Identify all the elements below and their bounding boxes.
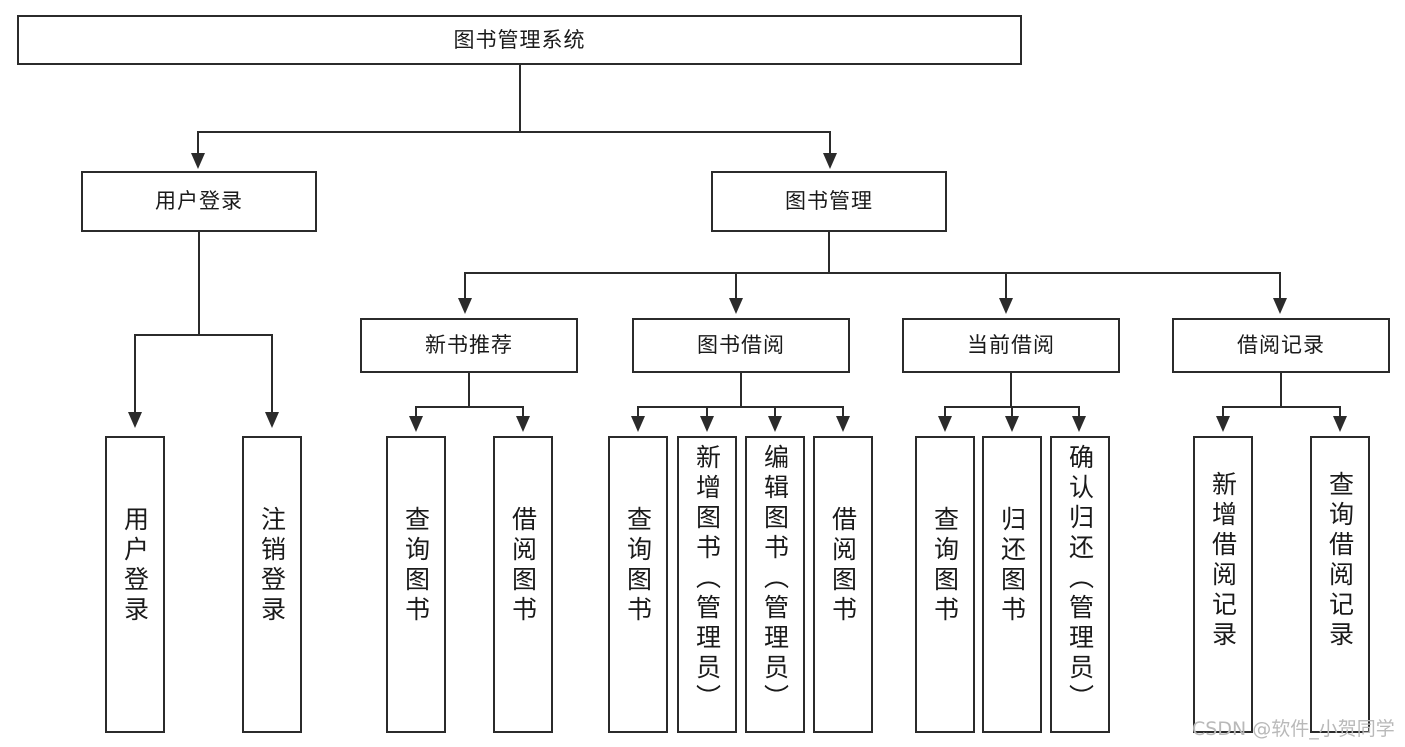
node-label: 图书管理 (785, 189, 873, 214)
connector-root-stem (519, 65, 521, 132)
connector-level3-drop-4 (1279, 272, 1281, 300)
node-label: 当前借阅 (967, 333, 1055, 358)
node-leaf-logout-login[interactable]: 注销登录 (242, 436, 302, 733)
arrowhead-leaf-query-record (1333, 416, 1347, 432)
connector-user-login-drop-1 (134, 334, 136, 414)
node-leaf-return-book[interactable]: 归还图书 (982, 436, 1042, 733)
node-user-login[interactable]: 用户登录 (81, 171, 317, 232)
connector-current-borrow-drop-2 (1011, 406, 1013, 418)
node-borrow-record[interactable]: 借阅记录 (1172, 318, 1390, 373)
arrowhead-leaf-user-login (128, 412, 142, 428)
connector-new-book-stem (468, 373, 470, 408)
node-label: 编辑图书（管理员） (760, 444, 790, 714)
connector-new-book-drop-2 (522, 406, 524, 418)
arrowhead-leaf-return-book (1005, 416, 1019, 432)
connector-user-login-drop-2 (271, 334, 273, 414)
node-label: 图书管理系统 (453, 27, 586, 52)
connector-level3-bus (464, 272, 1280, 274)
node-leaf-query-book-1[interactable]: 查询图书 (386, 436, 446, 733)
node-leaf-query-book-3[interactable]: 查询图书 (915, 436, 975, 733)
connector-level2-bus (197, 131, 831, 133)
connector-borrow-record-stem (1280, 373, 1282, 408)
node-label: 查询图书 (623, 506, 653, 626)
connector-new-book-drop-1 (415, 406, 417, 418)
node-label: 图书借阅 (697, 333, 785, 358)
connector-book-borrow-drop-3 (774, 406, 776, 418)
connector-level3-drop-3 (1005, 272, 1007, 300)
node-system-root[interactable]: 图书管理系统 (17, 15, 1022, 65)
connector-book-borrow-drop-1 (637, 406, 639, 418)
node-label: 新书推荐 (425, 333, 513, 358)
arrowhead-leaf-confirm-return (1072, 416, 1086, 432)
connector-book-management-stem (828, 232, 830, 274)
arrowhead-leaf-query-book-1 (409, 416, 423, 432)
node-label: 归还图书 (997, 506, 1027, 626)
connector-current-borrow-drop-3 (1078, 406, 1080, 418)
node-leaf-confirm-return[interactable]: 确认归还（管理员） (1050, 436, 1110, 733)
connector-borrow-record-drop-2 (1339, 406, 1341, 418)
connector-user-login-bus (134, 334, 272, 336)
arrowhead-leaf-add-book (700, 416, 714, 432)
node-leaf-add-record[interactable]: 新增借阅记录 (1193, 436, 1253, 733)
node-label: 新增借阅记录 (1208, 471, 1238, 651)
node-label: 用户登录 (120, 506, 150, 626)
arrowhead-book-management (823, 153, 837, 169)
arrowhead-current-borrow (999, 298, 1013, 314)
arrowhead-leaf-query-book-3 (938, 416, 952, 432)
connector-to-user-login (197, 131, 199, 155)
node-label: 借阅图书 (828, 506, 858, 626)
node-leaf-query-book-2[interactable]: 查询图书 (608, 436, 668, 733)
node-book-management[interactable]: 图书管理 (711, 171, 947, 232)
node-label: 注销登录 (257, 506, 287, 626)
arrowhead-user-login (191, 153, 205, 169)
connector-book-borrow-stem (740, 373, 742, 408)
node-label: 查询图书 (930, 506, 960, 626)
node-label: 查询借阅记录 (1325, 471, 1355, 651)
arrowhead-leaf-logout-login (265, 412, 279, 428)
node-label: 新增图书（管理员） (692, 444, 722, 714)
node-label: 借阅图书 (508, 506, 538, 626)
connector-book-borrow-bus (637, 406, 843, 408)
connector-borrow-record-drop-1 (1222, 406, 1224, 418)
arrowhead-leaf-borrow-book-2 (836, 416, 850, 432)
node-leaf-borrow-book-2[interactable]: 借阅图书 (813, 436, 873, 733)
node-label: 确认归还（管理员） (1065, 444, 1095, 714)
arrowhead-borrow-record (1273, 298, 1287, 314)
node-label: 借阅记录 (1237, 333, 1325, 358)
arrowhead-leaf-query-book-2 (631, 416, 645, 432)
connector-current-borrow-stem (1010, 373, 1012, 408)
connector-borrow-record-bus (1222, 406, 1340, 408)
connector-level3-drop-1 (464, 272, 466, 300)
connector-to-book-management (829, 131, 831, 155)
watermark-text: CSDN @软件_小贺同学 (1192, 718, 1395, 740)
node-leaf-query-record[interactable]: 查询借阅记录 (1310, 436, 1370, 733)
connector-level3-drop-2 (735, 272, 737, 300)
node-current-borrow[interactable]: 当前借阅 (902, 318, 1120, 373)
arrowhead-leaf-borrow-book-1 (516, 416, 530, 432)
node-leaf-user-login[interactable]: 用户登录 (105, 436, 165, 733)
connector-book-borrow-drop-2 (706, 406, 708, 418)
node-leaf-edit-book[interactable]: 编辑图书（管理员） (745, 436, 805, 733)
arrowhead-new-book-recommend (458, 298, 472, 314)
node-label: 查询图书 (401, 506, 431, 626)
arrowhead-leaf-edit-book (768, 416, 782, 432)
arrowhead-book-borrow (729, 298, 743, 314)
node-leaf-borrow-book-1[interactable]: 借阅图书 (493, 436, 553, 733)
connector-current-borrow-drop-1 (944, 406, 946, 418)
node-book-borrow[interactable]: 图书借阅 (632, 318, 850, 373)
connector-user-login-stem (198, 232, 200, 335)
node-label: 用户登录 (155, 189, 243, 214)
connector-new-book-bus (415, 406, 523, 408)
arrowhead-leaf-add-record (1216, 416, 1230, 432)
node-leaf-add-book[interactable]: 新增图书（管理员） (677, 436, 737, 733)
connector-book-borrow-drop-4 (842, 406, 844, 418)
node-new-book-recommend[interactable]: 新书推荐 (360, 318, 578, 373)
